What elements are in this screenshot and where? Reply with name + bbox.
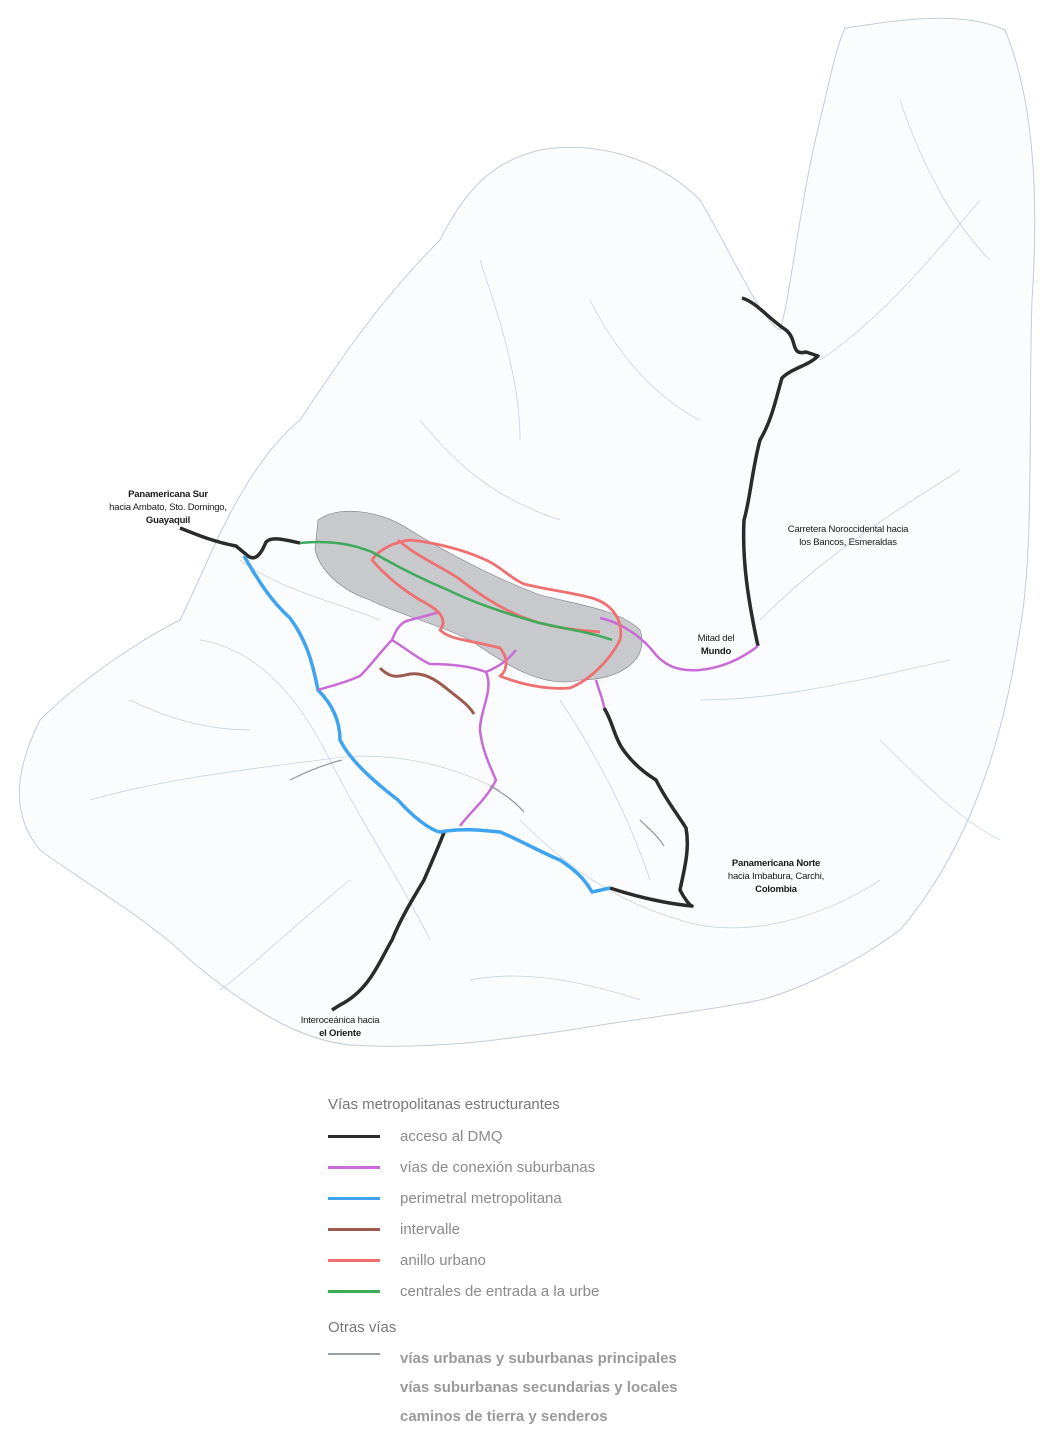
- legend-swatch-intervalle: [328, 1228, 380, 1231]
- district-road-map: [18, 17, 1036, 1047]
- legend-item-suburban: vías de conexión suburbanas: [328, 1152, 798, 1183]
- label-mitad-del-mundo-line2: Mundo: [700, 646, 732, 657]
- access-roads: [179, 296, 820, 1012]
- legend-swatch-central-entry: [328, 1290, 380, 1293]
- legend-item-intervalle: intervalle: [328, 1214, 798, 1245]
- map-legend: Vías metropolitanas estructurantes acces…: [328, 1096, 798, 1431]
- label-panamericana-sur-line2: hacia Ambato, Sto. Domingo,: [109, 502, 227, 513]
- legend-other-heading: Otras vías: [328, 1319, 397, 1336]
- suburban-connectors: [317, 610, 759, 827]
- legend-other-lines: vías urbanas y suburbanas principales ví…: [400, 1344, 678, 1431]
- legend-item-perimeter: perimetral metropolitana: [328, 1183, 798, 1214]
- label-carretera-noroccidental-line1: Carretera Noroccidental hacia: [787, 524, 909, 535]
- label-interoceanica-line1: Interoceánica hacia: [300, 1015, 380, 1026]
- legend-item-central-entry: centrales de entrada a la urbe: [328, 1276, 798, 1307]
- legend-label-access: acceso al DMQ: [400, 1128, 503, 1145]
- legend-label-other-main: vías urbanas y suburbanas principales: [400, 1350, 677, 1367]
- legend-label-perimeter: perimetral metropolitana: [400, 1190, 562, 1207]
- label-mitad-del-mundo-line1: Mitad del: [697, 633, 735, 644]
- label-panamericana-norte-line2: hacia Imbabura, Carchi,: [727, 871, 825, 882]
- legend-swatch-perimeter: [328, 1197, 380, 1200]
- legend-item-urban-ring: anillo urbano: [328, 1245, 798, 1276]
- legend-label-other-secondary: vías suburbanas secundarias y locales: [400, 1379, 678, 1396]
- legend-item-access: acceso al DMQ: [328, 1121, 798, 1152]
- label-panamericana-sur-line3: Guayaquil: [145, 515, 191, 526]
- intervalle-road: [378, 666, 476, 715]
- label-panamericana-sur: Panamericana Sur hacia Ambato, Sto. Domi…: [68, 488, 268, 527]
- legend-swatch-urban-ring: [328, 1259, 380, 1262]
- legend-swatch-access: [328, 1135, 380, 1138]
- main-secondary-roads: [289, 759, 665, 847]
- urban-area: [314, 511, 643, 683]
- legend-item-other-roads: vías urbanas y suburbanas principales ví…: [328, 1344, 798, 1431]
- legend-label-suburban: vías de conexión suburbanas: [400, 1159, 596, 1176]
- legend-label-central-entry: centrales de entrada a la urbe: [400, 1283, 600, 1300]
- label-carretera-noroccidental: Carretera Noroccidental hacia los Bancos…: [758, 523, 938, 549]
- label-interoceanica: Interoceánica hacia el Oriente: [270, 1014, 410, 1040]
- legend-label-other-trails: caminos de tierra y senderos: [400, 1408, 608, 1425]
- perimeter-road: [242, 555, 611, 894]
- label-interoceanica-line2: el Oriente: [319, 1028, 361, 1039]
- label-panamericana-norte-line1: Panamericana Norte: [731, 858, 821, 869]
- legend-swatch-suburban: [328, 1166, 380, 1169]
- district-boundary: [18, 17, 1036, 1047]
- label-carretera-noroccidental-line2: los Bancos, Esmeraldas: [799, 537, 897, 548]
- local-road-network: [89, 99, 1001, 1001]
- legend-label-intervalle: intervalle: [400, 1221, 461, 1238]
- legend-swatch-other: [328, 1353, 380, 1355]
- legend-label-urban-ring: anillo urbano: [400, 1252, 486, 1269]
- label-mitad-del-mundo: Mitad del Mundo: [676, 632, 756, 658]
- label-panamericana-norte: Panamericana Norte hacia Imbabura, Carch…: [696, 857, 856, 896]
- label-panamericana-sur-line1: Panamericana Sur: [128, 489, 208, 500]
- central-entry-roads: [299, 540, 613, 642]
- legend-heading: Vías metropolitanas estructurantes: [328, 1096, 560, 1113]
- label-panamericana-norte-line3: Colombia: [755, 884, 797, 895]
